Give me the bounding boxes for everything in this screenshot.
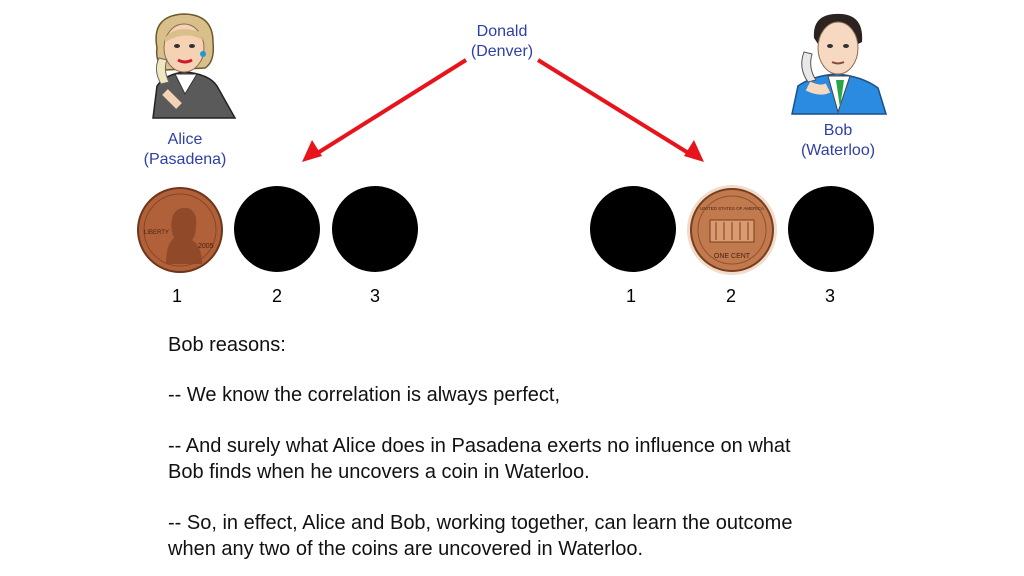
alice-label: Alice (Pasadena)	[130, 130, 240, 170]
bob-coin-label-1: 1	[625, 286, 636, 306]
penny-liberty: LIBERTY	[144, 230, 169, 236]
penny-year: 2005	[198, 243, 214, 250]
bob-label: Bob (Waterloo)	[783, 121, 893, 161]
reasoning-line-1: -- We know the correlation is always per…	[168, 384, 561, 406]
bob-coin-label-3: 3	[824, 286, 835, 306]
reasoning-line-2b: Bob finds when he uncovers a coin in Wat…	[168, 461, 590, 483]
alice-coin-label-2: 2	[271, 286, 282, 306]
alice-coin-2-covered[interactable]	[234, 186, 320, 272]
bob-name: Bob	[823, 122, 853, 139]
bob-coin-label-2: 2	[725, 286, 736, 306]
bob-coin-1-covered[interactable]	[590, 186, 676, 272]
bob-coin-2-penny-back: UNITED STATES OF AMERICA ONE CENT	[687, 185, 777, 275]
reasoning-line-3b: when any two of the coins are uncovered …	[168, 538, 644, 560]
donald-name: Donald	[476, 23, 528, 40]
arrow-to-alice-head	[302, 140, 322, 162]
bob-coin-3-covered[interactable]	[788, 186, 874, 272]
reasoning-heading: Bob reasons:	[168, 334, 286, 356]
donald-label: Donald (Denver)	[452, 22, 552, 62]
penny-back-top: UNITED STATES OF AMERICA	[700, 206, 764, 211]
penny-back-bottom: ONE CENT	[714, 253, 751, 260]
bob-place: (Waterloo)	[800, 142, 876, 159]
alice-coin-label-3: 3	[369, 286, 380, 306]
alice-coin-label-1: 1	[171, 286, 182, 306]
donald-place: (Denver)	[470, 43, 534, 60]
arrow-to-alice	[314, 58, 468, 156]
reasoning-line-2a: -- And surely what Alice does in Pasaden…	[168, 435, 791, 457]
arrow-to-bob-head	[684, 140, 704, 162]
alice-figure	[152, 13, 237, 119]
reasoning-line-3a: -- So, in effect, Alice and Bob, working…	[168, 512, 793, 534]
alice-place: (Pasadena)	[143, 151, 227, 168]
bob-figure	[791, 13, 888, 115]
alice-coin-3-covered[interactable]	[332, 186, 418, 272]
alice-name: Alice	[167, 131, 203, 148]
alice-coin-1-penny-front: LIBERTY 2005	[137, 187, 223, 273]
arrow-to-bob	[536, 58, 692, 156]
